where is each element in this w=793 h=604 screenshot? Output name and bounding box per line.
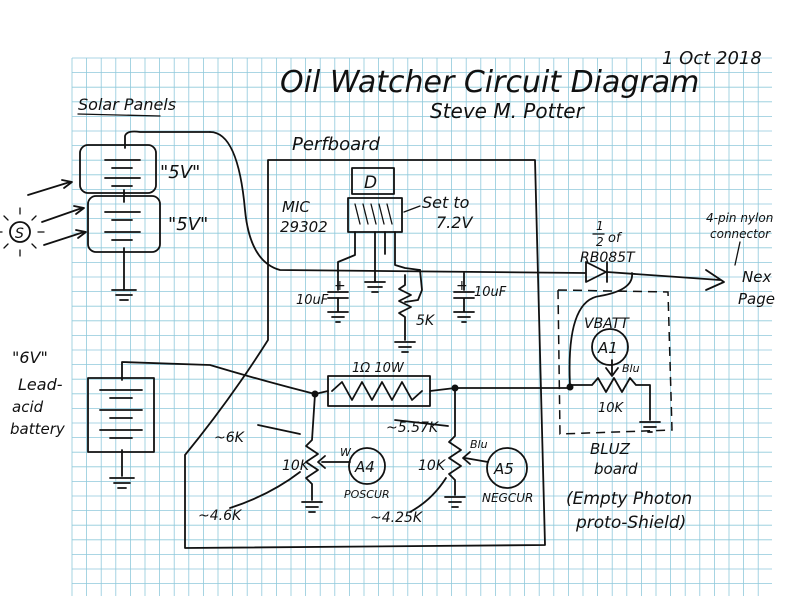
- next-page-1: Nex: [742, 268, 771, 286]
- bluz-board-outline: [557, 289, 673, 435]
- perfboard-outline: [184, 159, 546, 549]
- bluz-board-name-2: board: [594, 460, 638, 478]
- a1-pin: A1: [597, 339, 618, 357]
- connector-label-1: 4-pin nylon: [706, 211, 773, 225]
- shunt-zigzag: [331, 381, 423, 401]
- left-pot-lower-note: ~4.6K: [198, 508, 243, 524]
- cap-right-plus: +: [456, 278, 468, 294]
- right-divider-pot: [394, 387, 489, 513]
- regulator-wiring: [209, 131, 586, 323]
- solar-cell-symbols: [104, 130, 211, 301]
- diode-part: RB085T: [580, 250, 636, 266]
- regulator-name-line-1: MIC: [282, 198, 310, 216]
- bluz-wiring: [568, 272, 661, 433]
- left-pot-wiper: W: [340, 446, 352, 459]
- cap-left-plus: +: [334, 278, 346, 294]
- vbatt-label: VBATT: [584, 316, 630, 332]
- diagram-title: Oil Watcher Circuit Diagram: [280, 65, 699, 100]
- regulator-tab-label: D: [364, 173, 377, 193]
- set-to-label: Set to: [422, 193, 470, 212]
- sun-icon-letter: S: [15, 226, 24, 242]
- bluz-note-1: (Empty Photon: [566, 489, 692, 509]
- author-name: Steve M. Potter: [430, 99, 586, 123]
- next-page-2: Page: [738, 290, 775, 308]
- solar-panel-top-voltage: "5V": [160, 162, 200, 183]
- bluz-pot-value: 10K: [598, 401, 625, 416]
- right-pot-value: 10K: [418, 458, 447, 474]
- date-label: 1 Oct 2018: [662, 48, 762, 69]
- right-pot-lower-note: ~4.25K: [370, 510, 424, 526]
- perfboard-label: Perfboard: [292, 134, 381, 155]
- connector-leader: [734, 241, 741, 266]
- diode-of: of: [608, 231, 623, 246]
- solar-panel-top: [79, 144, 157, 194]
- left-pot-note: ~6K: [214, 430, 246, 446]
- trim-pot-5k: [394, 274, 416, 353]
- bluz-note-2: proto-Shield): [575, 513, 686, 533]
- cap-right-value: 10uF: [474, 285, 507, 300]
- battery-type-1: Lead-: [18, 375, 63, 394]
- battery-box: [87, 377, 155, 453]
- shunt-value: 1Ω 10W: [352, 361, 405, 376]
- a1-pin-circle: [591, 328, 629, 366]
- right-pot-note: ~5.57K: [386, 420, 440, 436]
- regulator-tab: [351, 167, 395, 195]
- solar-heading-underline: [77, 113, 161, 117]
- diode-fraction-top: 1: [596, 219, 604, 233]
- graph-paper-grid: [71, 57, 772, 596]
- shunt-leads: [314, 387, 571, 395]
- sun-rays-icon: [0, 207, 45, 257]
- solar-panels-heading: Solar Panels: [78, 95, 176, 114]
- diode-fraction-bottom: 2: [596, 235, 604, 249]
- a4-label: POSCUR: [344, 488, 390, 501]
- diode-symbol: [585, 261, 725, 291]
- connector-label-2: connector: [710, 227, 771, 241]
- right-pot-wire-color: Blu: [470, 438, 488, 451]
- regulator-name-line-2: 29302: [280, 218, 328, 236]
- battery-voltage: "6V": [12, 348, 48, 367]
- regulator-pin-markings: [354, 203, 393, 225]
- battery-type-3: battery: [10, 420, 66, 438]
- solar-panel-bottom-voltage: "5V": [168, 214, 208, 235]
- battery-type-2: acid: [12, 398, 44, 416]
- left-pot-value: 10K: [282, 458, 311, 474]
- bluz-board-name-1: BLUZ: [590, 440, 631, 458]
- cap-left-value: 10uF: [296, 293, 329, 308]
- a4-pin-circle: [348, 447, 386, 485]
- trim-pot-value: 5K: [416, 313, 436, 329]
- sunlight-arrows-icon: [27, 179, 87, 246]
- battery-cells: [99, 361, 316, 489]
- regulator-body: [347, 197, 403, 233]
- sun-icon: [9, 221, 31, 243]
- a4-pin: A4: [354, 458, 375, 476]
- a5-label: NEGCUR: [482, 491, 533, 505]
- left-divider-pot: [229, 393, 351, 513]
- a5-pin-circle: [486, 447, 528, 489]
- a5-pin: A5: [493, 460, 514, 478]
- set-to-leader: [403, 205, 421, 213]
- bluz-wire-color: Blu: [622, 362, 640, 375]
- set-to-voltage: 7.2V: [436, 213, 473, 232]
- bluz-node-dot: [566, 383, 574, 391]
